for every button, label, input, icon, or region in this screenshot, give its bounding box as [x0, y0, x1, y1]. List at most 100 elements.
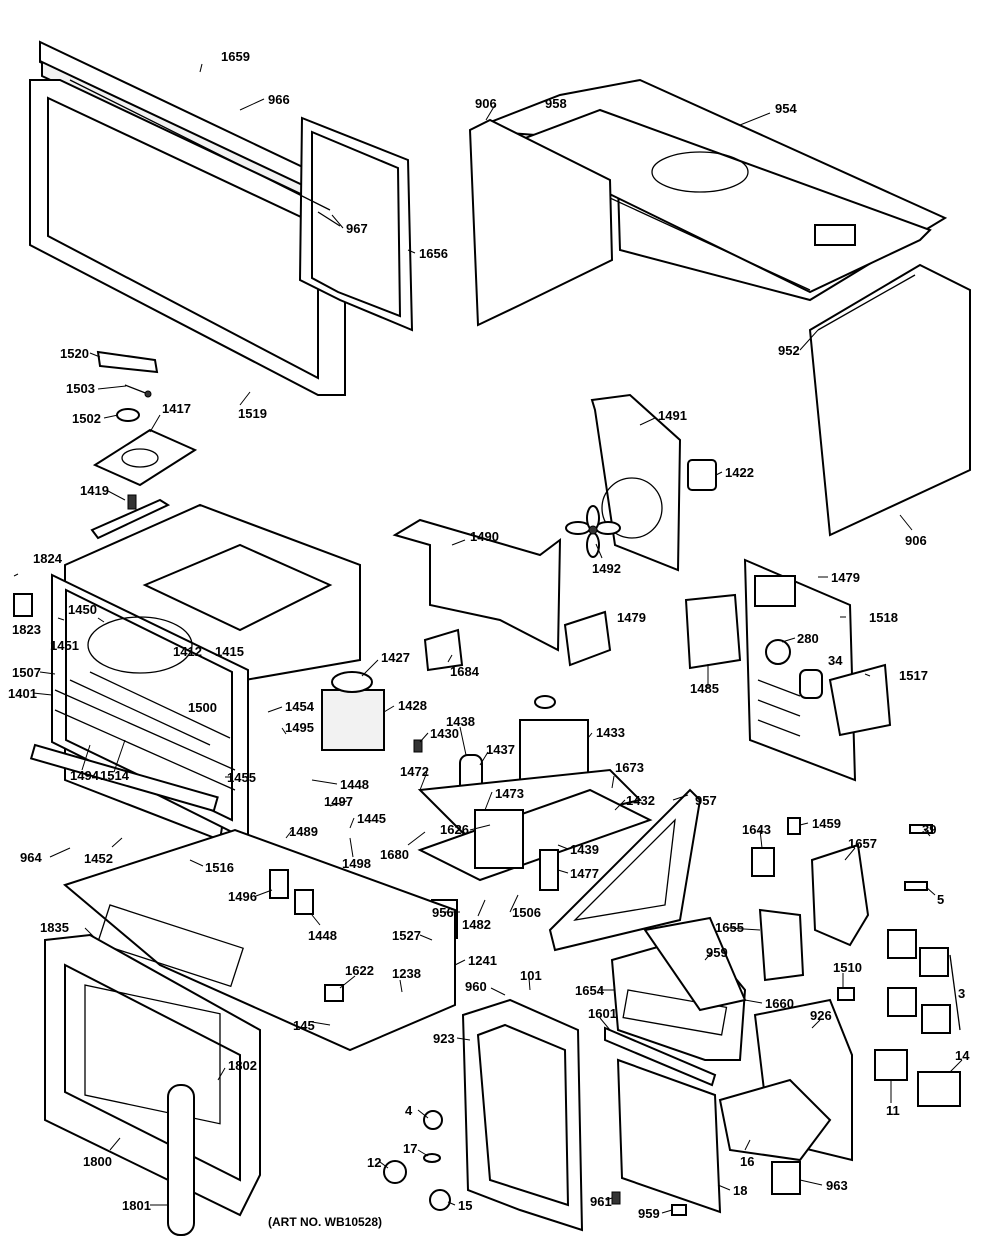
oven-door: [44, 933, 261, 1236]
label-959-lower: 959: [638, 1206, 660, 1221]
label-1419: 1419: [80, 483, 109, 498]
label-1479-top: 1479: [831, 570, 860, 585]
label-1496: 1496: [228, 889, 257, 904]
label-1450: 1450: [68, 602, 97, 617]
label-1659: 1659: [221, 49, 250, 64]
label-34: 34: [828, 653, 843, 668]
label-1657: 1657: [848, 836, 877, 851]
label-1495: 1495: [285, 720, 314, 735]
label-1626: 1626: [440, 822, 469, 837]
label-1684: 1684: [450, 664, 480, 679]
label-1238: 1238: [392, 966, 421, 981]
label-1437: 1437: [486, 742, 515, 757]
label-952: 952: [778, 343, 800, 358]
label-926: 926: [810, 1008, 832, 1023]
label-1401: 1401: [8, 686, 37, 701]
label-18: 18: [733, 1183, 747, 1198]
label-1660: 1660: [765, 996, 794, 1011]
label-957: 957: [695, 793, 717, 808]
label-923: 923: [433, 1031, 455, 1046]
label-967: 967: [346, 221, 368, 236]
label-1506: 1506: [512, 905, 541, 920]
label-1655: 1655: [715, 920, 744, 935]
label-1489: 1489: [289, 824, 318, 839]
label-906-top: 906: [475, 96, 497, 111]
label-280: 280: [797, 631, 819, 646]
label-1417: 1417: [162, 401, 191, 416]
label-39: 39: [922, 822, 936, 837]
label-1514: 1514: [100, 768, 130, 783]
label-1482: 1482: [462, 917, 491, 932]
label-1622: 1622: [345, 963, 374, 978]
label-101: 101: [520, 968, 542, 983]
label-1433: 1433: [596, 725, 625, 740]
label-14: 14: [955, 1048, 970, 1063]
label-1477: 1477: [570, 866, 599, 881]
label-1498: 1498: [342, 856, 371, 871]
label-5: 5: [937, 892, 944, 907]
label-12: 12: [367, 1155, 381, 1170]
fan-blade-icon: [565, 505, 621, 558]
label-1520: 1520: [60, 346, 89, 361]
label-1428: 1428: [398, 698, 427, 713]
base-plate: [62, 828, 456, 1052]
label-1485: 1485: [690, 681, 719, 696]
label-1454: 1454: [285, 699, 315, 714]
label-1412: 1412: [173, 644, 202, 659]
label-1494: 1494: [70, 768, 100, 783]
label-1680: 1680: [380, 847, 409, 862]
label-966: 966: [268, 92, 290, 107]
label-3: 3: [958, 986, 965, 1001]
label-906-side: 906: [905, 533, 927, 548]
control-boards: [604, 817, 961, 1216]
part-labels: 1659 966 967 1656 1519 906 958 954 952 9…: [8, 49, 970, 1221]
label-16: 16: [740, 1154, 754, 1169]
label-1448-lower: 1448: [308, 928, 337, 943]
label-1823: 1823: [12, 622, 41, 637]
label-1518: 1518: [869, 610, 898, 625]
label-11: 11: [886, 1103, 900, 1118]
duct-fan-assembly: [392, 393, 717, 672]
oven-cavity: [13, 503, 361, 842]
label-1517: 1517: [899, 668, 928, 683]
label-1452: 1452: [84, 851, 113, 866]
label-1507: 1507: [12, 665, 41, 680]
label-1824: 1824: [33, 551, 63, 566]
label-1439: 1439: [570, 842, 599, 857]
label-1503: 1503: [66, 381, 95, 396]
label-1502: 1502: [72, 411, 101, 426]
label-145: 145: [293, 1018, 315, 1033]
label-15: 15: [458, 1198, 472, 1213]
label-1802: 1802: [228, 1058, 257, 1073]
cabinet-wrapper: [468, 78, 971, 537]
label-4: 4: [405, 1103, 413, 1118]
label-1479-mid: 1479: [617, 610, 646, 625]
label-1448-upper: 1448: [340, 777, 369, 792]
control-bracket: [684, 558, 892, 782]
label-1422: 1422: [725, 465, 754, 480]
label-1473: 1473: [495, 786, 524, 801]
art-number: (ART NO. WB10528): [268, 1215, 382, 1229]
label-958: 958: [545, 96, 567, 111]
label-1500: 1500: [188, 700, 217, 715]
label-1241: 1241: [468, 953, 497, 968]
label-961: 961: [590, 1194, 612, 1209]
label-17: 17: [403, 1141, 417, 1156]
label-1438: 1438: [446, 714, 475, 729]
label-1510: 1510: [833, 960, 862, 975]
label-1472: 1472: [400, 764, 429, 779]
label-1800: 1800: [83, 1154, 112, 1169]
label-1527: 1527: [392, 928, 421, 943]
label-1427: 1427: [381, 650, 410, 665]
label-1835: 1835: [40, 920, 69, 935]
label-956: 956: [432, 905, 454, 920]
label-963: 963: [826, 1178, 848, 1193]
label-960: 960: [465, 979, 487, 994]
label-1519: 1519: [238, 406, 267, 421]
label-1491: 1491: [658, 408, 687, 423]
label-1497: 1497: [324, 794, 353, 809]
stirrer-parts: [90, 350, 198, 540]
label-1654: 1654: [575, 983, 605, 998]
label-964: 964: [20, 850, 42, 865]
